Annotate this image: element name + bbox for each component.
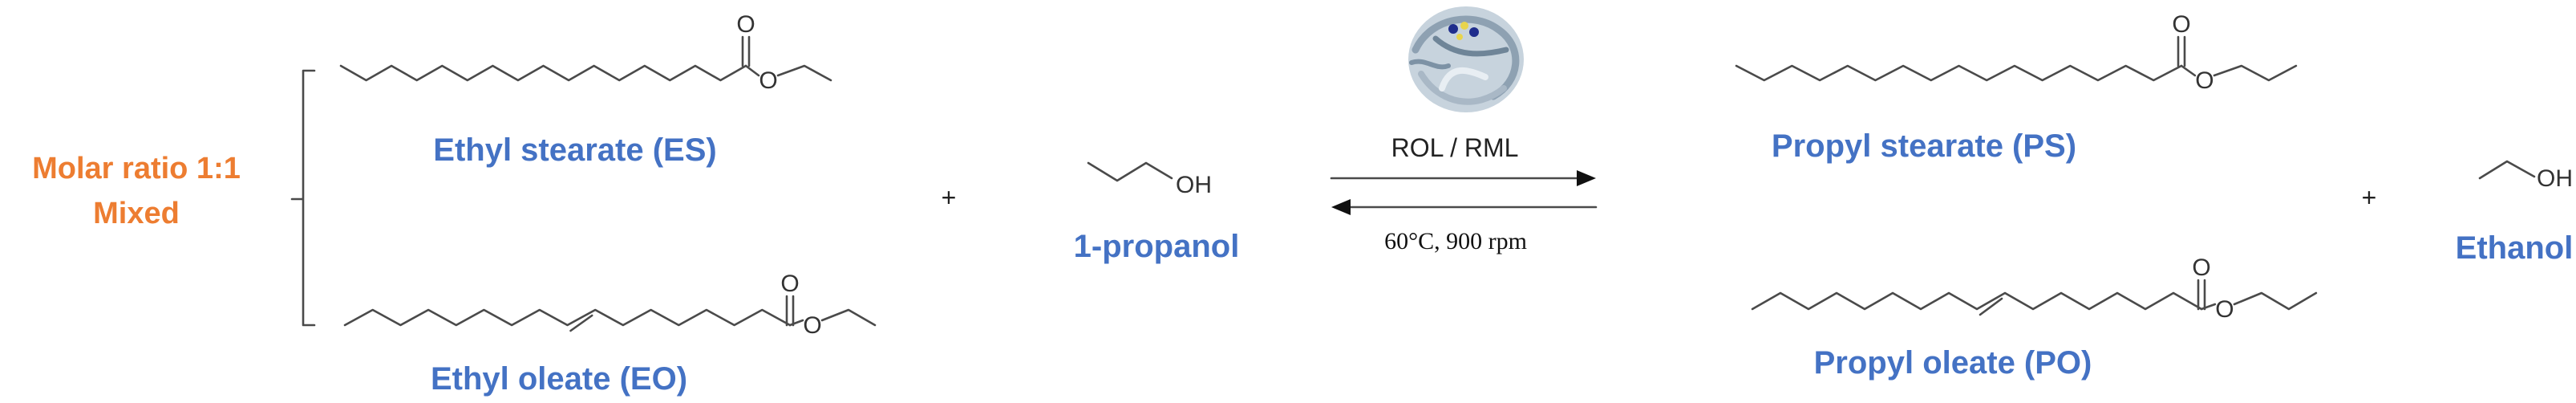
ethyl-stearate-ester-oxygen: O bbox=[759, 67, 777, 94]
mixture-ratio-label: Molar ratio 1:1 bbox=[32, 152, 241, 185]
propyl-oleate-carbonyl-oxygen: O bbox=[2192, 254, 2210, 281]
ethyl-oleate-carbonyl-oxygen: O bbox=[780, 271, 799, 297]
propyl-oleate-ester-oxygen: O bbox=[2215, 296, 2234, 323]
propyl-oleate-chain bbox=[1751, 291, 2203, 311]
ethyl-oleate-ester-oxygen: O bbox=[803, 312, 821, 339]
ethyl-oleate-double-bond bbox=[569, 314, 593, 332]
propyl-stearate-propyl-group bbox=[2180, 64, 2197, 77]
ethyl-oleate-structure: O O bbox=[343, 271, 877, 339]
propyl-stearate-ester-oxygen: O bbox=[2195, 67, 2213, 94]
propyl-oleate-propyl-group bbox=[2200, 303, 2217, 311]
mixture-bracket bbox=[290, 69, 316, 327]
ethyl-oleate-label: Ethyl oleate (EO) bbox=[431, 361, 687, 397]
forward-arrow bbox=[1330, 170, 1596, 186]
ethyl-oleate-ethyl-group bbox=[820, 308, 877, 327]
propyl-stearate-chain bbox=[1735, 64, 2183, 82]
ethyl-stearate-ethyl-group bbox=[776, 64, 832, 82]
products-plus-sign: + bbox=[2362, 183, 2377, 212]
reactants-plus-sign: + bbox=[942, 183, 957, 212]
propyl-oleate-propyl-group bbox=[2233, 291, 2318, 311]
propyl-oleate-double-bond bbox=[1979, 297, 2003, 316]
ethyl-oleate-chain bbox=[343, 308, 792, 327]
propanol-hydroxyl: OH bbox=[1176, 172, 1212, 198]
ethyl-stearate-carbonyl-oxygen: O bbox=[736, 11, 755, 38]
propyl-oleate-structure: O O bbox=[1751, 254, 2318, 323]
ethyl-stearate-label: Ethyl stearate (ES) bbox=[433, 132, 716, 168]
ethanol-chain bbox=[2478, 160, 2536, 180]
ethyl-stearate-ethyl-group bbox=[744, 64, 760, 77]
enzymes-label: ROL / RML bbox=[1391, 133, 1519, 162]
propyl-stearate-label: Propyl stearate (PS) bbox=[1772, 128, 2076, 164]
ethyl-stearate-structure: O O bbox=[339, 11, 832, 94]
propyl-stearate-structure: O O bbox=[1735, 11, 2298, 94]
propanol-chain bbox=[1087, 161, 1173, 182]
ethanol-structure: OH bbox=[2478, 160, 2573, 192]
propanol-structure: OH bbox=[1087, 161, 1212, 198]
propyl-oleate-label: Propyl oleate (PO) bbox=[1814, 345, 2092, 381]
reverse-arrow bbox=[1331, 199, 1598, 215]
ethyl-oleate-ethyl-group bbox=[788, 319, 804, 327]
propyl-stearate-carbonyl-oxygen: O bbox=[2172, 11, 2190, 38]
mixture-mixed-label: Mixed bbox=[93, 197, 180, 230]
reaction-conditions-label: 60°C, 900 rpm bbox=[1384, 228, 1527, 254]
propanol-label: 1-propanol bbox=[1074, 229, 1240, 264]
ethanol-hydroxyl: OH bbox=[2537, 165, 2573, 192]
propyl-stearate-propyl-group bbox=[2213, 64, 2298, 82]
ethyl-stearate-chain bbox=[339, 64, 747, 82]
lipase-enzyme-icon bbox=[1408, 6, 1524, 112]
ethanol-label: Ethanol bbox=[2456, 230, 2574, 266]
